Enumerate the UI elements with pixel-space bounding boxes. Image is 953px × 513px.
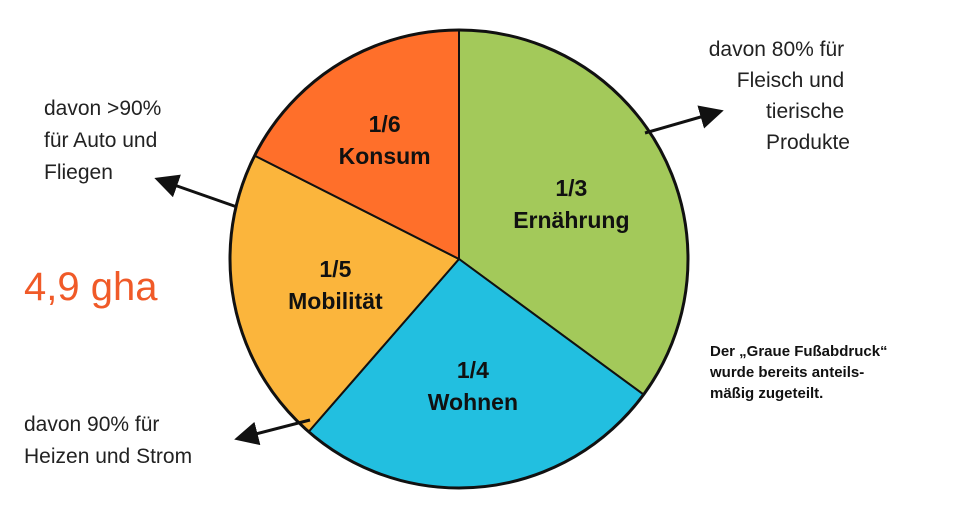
footnote: Der „Graue Fußabdruck“ wurde bereits ant… <box>709 343 892 402</box>
arrow-ernaehrung <box>644 105 724 135</box>
note-wohnen: davon 90% für Heizen und Strom <box>24 413 192 468</box>
note-mobilitaet: davon >90% für Auto und Fliegen <box>44 97 167 184</box>
arrow-wohnen <box>234 418 311 446</box>
note-ernaehrung: davon 80% für Fleisch und tierische Prod… <box>709 38 850 154</box>
pie-outline <box>228 28 690 490</box>
total-footprint: 4,9 gha <box>24 265 158 309</box>
arrow-mobilitaet <box>154 174 238 209</box>
